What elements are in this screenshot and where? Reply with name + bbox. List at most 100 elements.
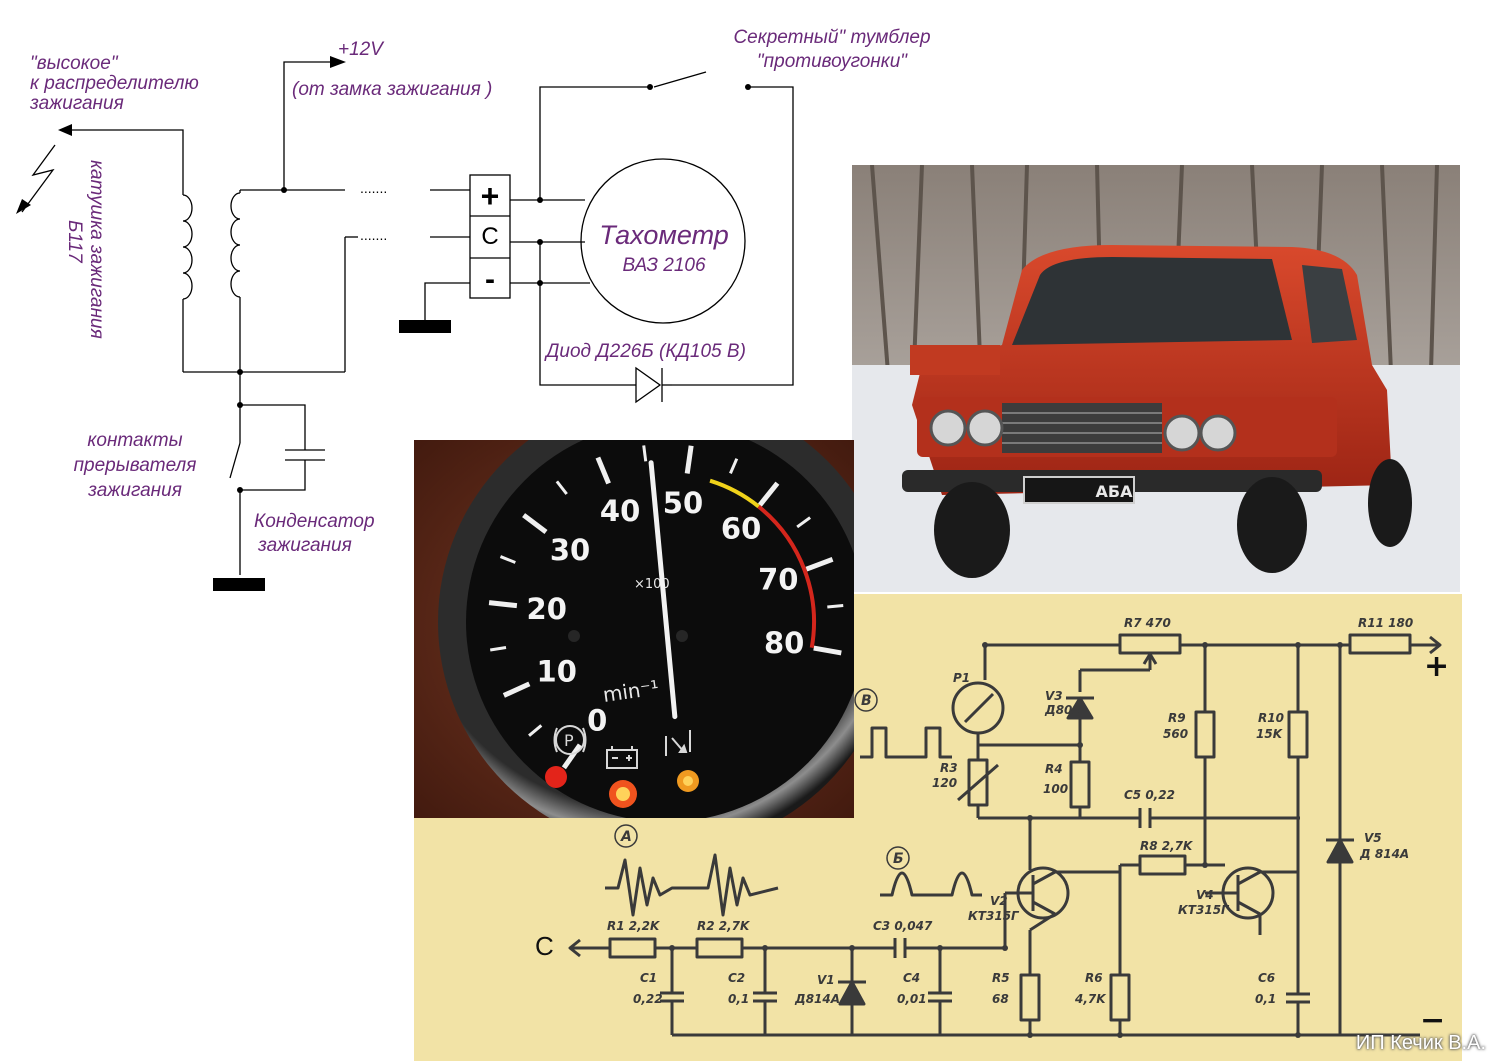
gauge-scale-number: 30 [550,533,590,567]
lada-2106-car: АБА [902,245,1412,578]
fuel-reserve-icon [665,730,691,756]
c4-label: C4 [903,971,920,985]
r3-value: 120 [932,776,957,790]
r6-label: R6 [1085,971,1103,985]
c2-value: 0,1 [728,992,749,1006]
gauge-major-tick [488,600,518,609]
plus12v-label: +12V [338,39,383,60]
v4-label: V4 [1196,888,1214,902]
terminal-c-label: С [481,223,499,250]
spark-symbol [21,144,56,213]
r9-value: 560 [1163,727,1188,741]
mark-b-label: Б [893,851,904,867]
breaker-label-line3: зажигания [88,480,182,501]
gauge-major-tick [595,456,611,485]
license-plate-text: АБА [1096,482,1134,501]
car-photo: АБА [852,165,1460,592]
gauge-scale-number: 0 [587,703,607,737]
capacitor-label: Конденсатор зажигания [254,510,375,558]
input-c-label: С [535,931,554,961]
gauge-scale-number: 70 [758,563,798,597]
gauge-minor-tick [489,646,507,652]
terminal-plus-label: + [480,178,500,214]
breaker-label-line2: прерывателя [73,455,197,476]
breaker-contact-blade [229,442,241,479]
coil-label-line1: катушка зажигания [86,160,107,339]
secret-switch-label-line2: "противоугонки" [756,51,908,72]
c3-label: C3 0,047 [873,919,933,933]
terminal-minus-label: - [485,263,495,296]
r10-value: 15K [1256,727,1284,741]
coil-secondary-winding [182,194,193,300]
capacitor-label-line2: зажигания [258,535,352,556]
r9-label: R9 [1168,711,1186,725]
terminal-block [469,174,511,299]
diode-symbol [635,366,662,404]
mark-b-circle [886,846,910,870]
coil-label: катушка зажигания Б117 [63,160,107,339]
gauge-major-tick [684,445,694,474]
breaker-label: контакты прерывателя зажигания [60,428,210,503]
mark-v-label: В [861,693,872,709]
v2-label: V2 [990,894,1008,908]
v2-value: КТ315Г [968,909,1020,923]
high-voltage-label-line2: к распределителю [30,73,199,94]
gauge-minor-tick [642,445,648,462]
warning-lamp-left [545,766,567,788]
ground-symbol-tacho [399,320,451,333]
v5-label: V5 [1364,831,1382,845]
v4-value: КТ315Г [1178,903,1230,917]
tachometer-title: Тахометр [599,220,729,250]
svg-text:P: P [564,731,574,750]
high-voltage-arrow [58,124,72,136]
breaker-label-line1: контакты [87,430,183,451]
v1-label: V1 [817,973,835,987]
dotted-gap-bottom: ....... [360,227,388,243]
gauge-major-tick [757,481,780,507]
r8-label: R8 2,7K [1140,839,1194,853]
gauge-minor-tick [827,604,844,609]
r4-label: R4 [1045,762,1063,776]
gauge-face [466,440,854,818]
secret-switch-blade [653,71,707,88]
plus12v-arrow [330,56,346,68]
gauge-scale-number: 20 [527,592,567,626]
coil-primary-winding [230,192,241,298]
v3-label: V3 [1045,689,1063,703]
diode-label: Диод Д226Б (КД105 В) [546,341,746,362]
r3-label: R3 [940,761,958,775]
high-voltage-label-line3: зажигания [30,93,124,114]
r4-value: 100 [1043,782,1068,796]
mark-a-label: А [620,829,632,845]
gauge-scale-number: 60 [721,511,761,545]
r7-label: R7 470 [1124,616,1171,630]
r5-label: R5 [992,971,1010,985]
high-voltage-label-line1: "высокое" [30,53,118,74]
c5-label: C5 0,22 [1124,788,1175,802]
gauge-minor-tick [499,555,516,564]
p1-label: P1 [953,671,970,685]
supply-plus-label: + [1424,649,1449,684]
gauge-scale-number: 50 [663,486,703,520]
ignition-wiring-diagram [16,56,794,591]
r6-value: 4,7K [1074,992,1107,1006]
gauge-scale-number: 80 [764,626,804,660]
gauge-scale [488,445,844,770]
watermark: ИП Кечик В.А. [1355,1032,1486,1054]
gauge-minor-tick [796,516,811,529]
c6-value: 0,1 [1255,992,1276,1006]
gauge-major-tick [813,645,842,656]
c4-value: 0,01 [897,992,927,1006]
r2-label: R2 2,7K [697,919,751,933]
c2-label: C2 [728,971,745,985]
gauge-scale-number: 40 [600,494,640,528]
r5-value: 68 [992,992,1009,1006]
v5-value: Д 814А [1359,847,1409,861]
supply-minus-label: − [1420,1003,1445,1038]
secret-switch-label-line1: Секретный" тумблер [733,27,931,48]
tachometer-circle [580,158,746,324]
v1-value: Д814А [794,992,840,1006]
ground-symbol-breaker [213,578,265,591]
gauge-yellow-zone [709,478,760,509]
